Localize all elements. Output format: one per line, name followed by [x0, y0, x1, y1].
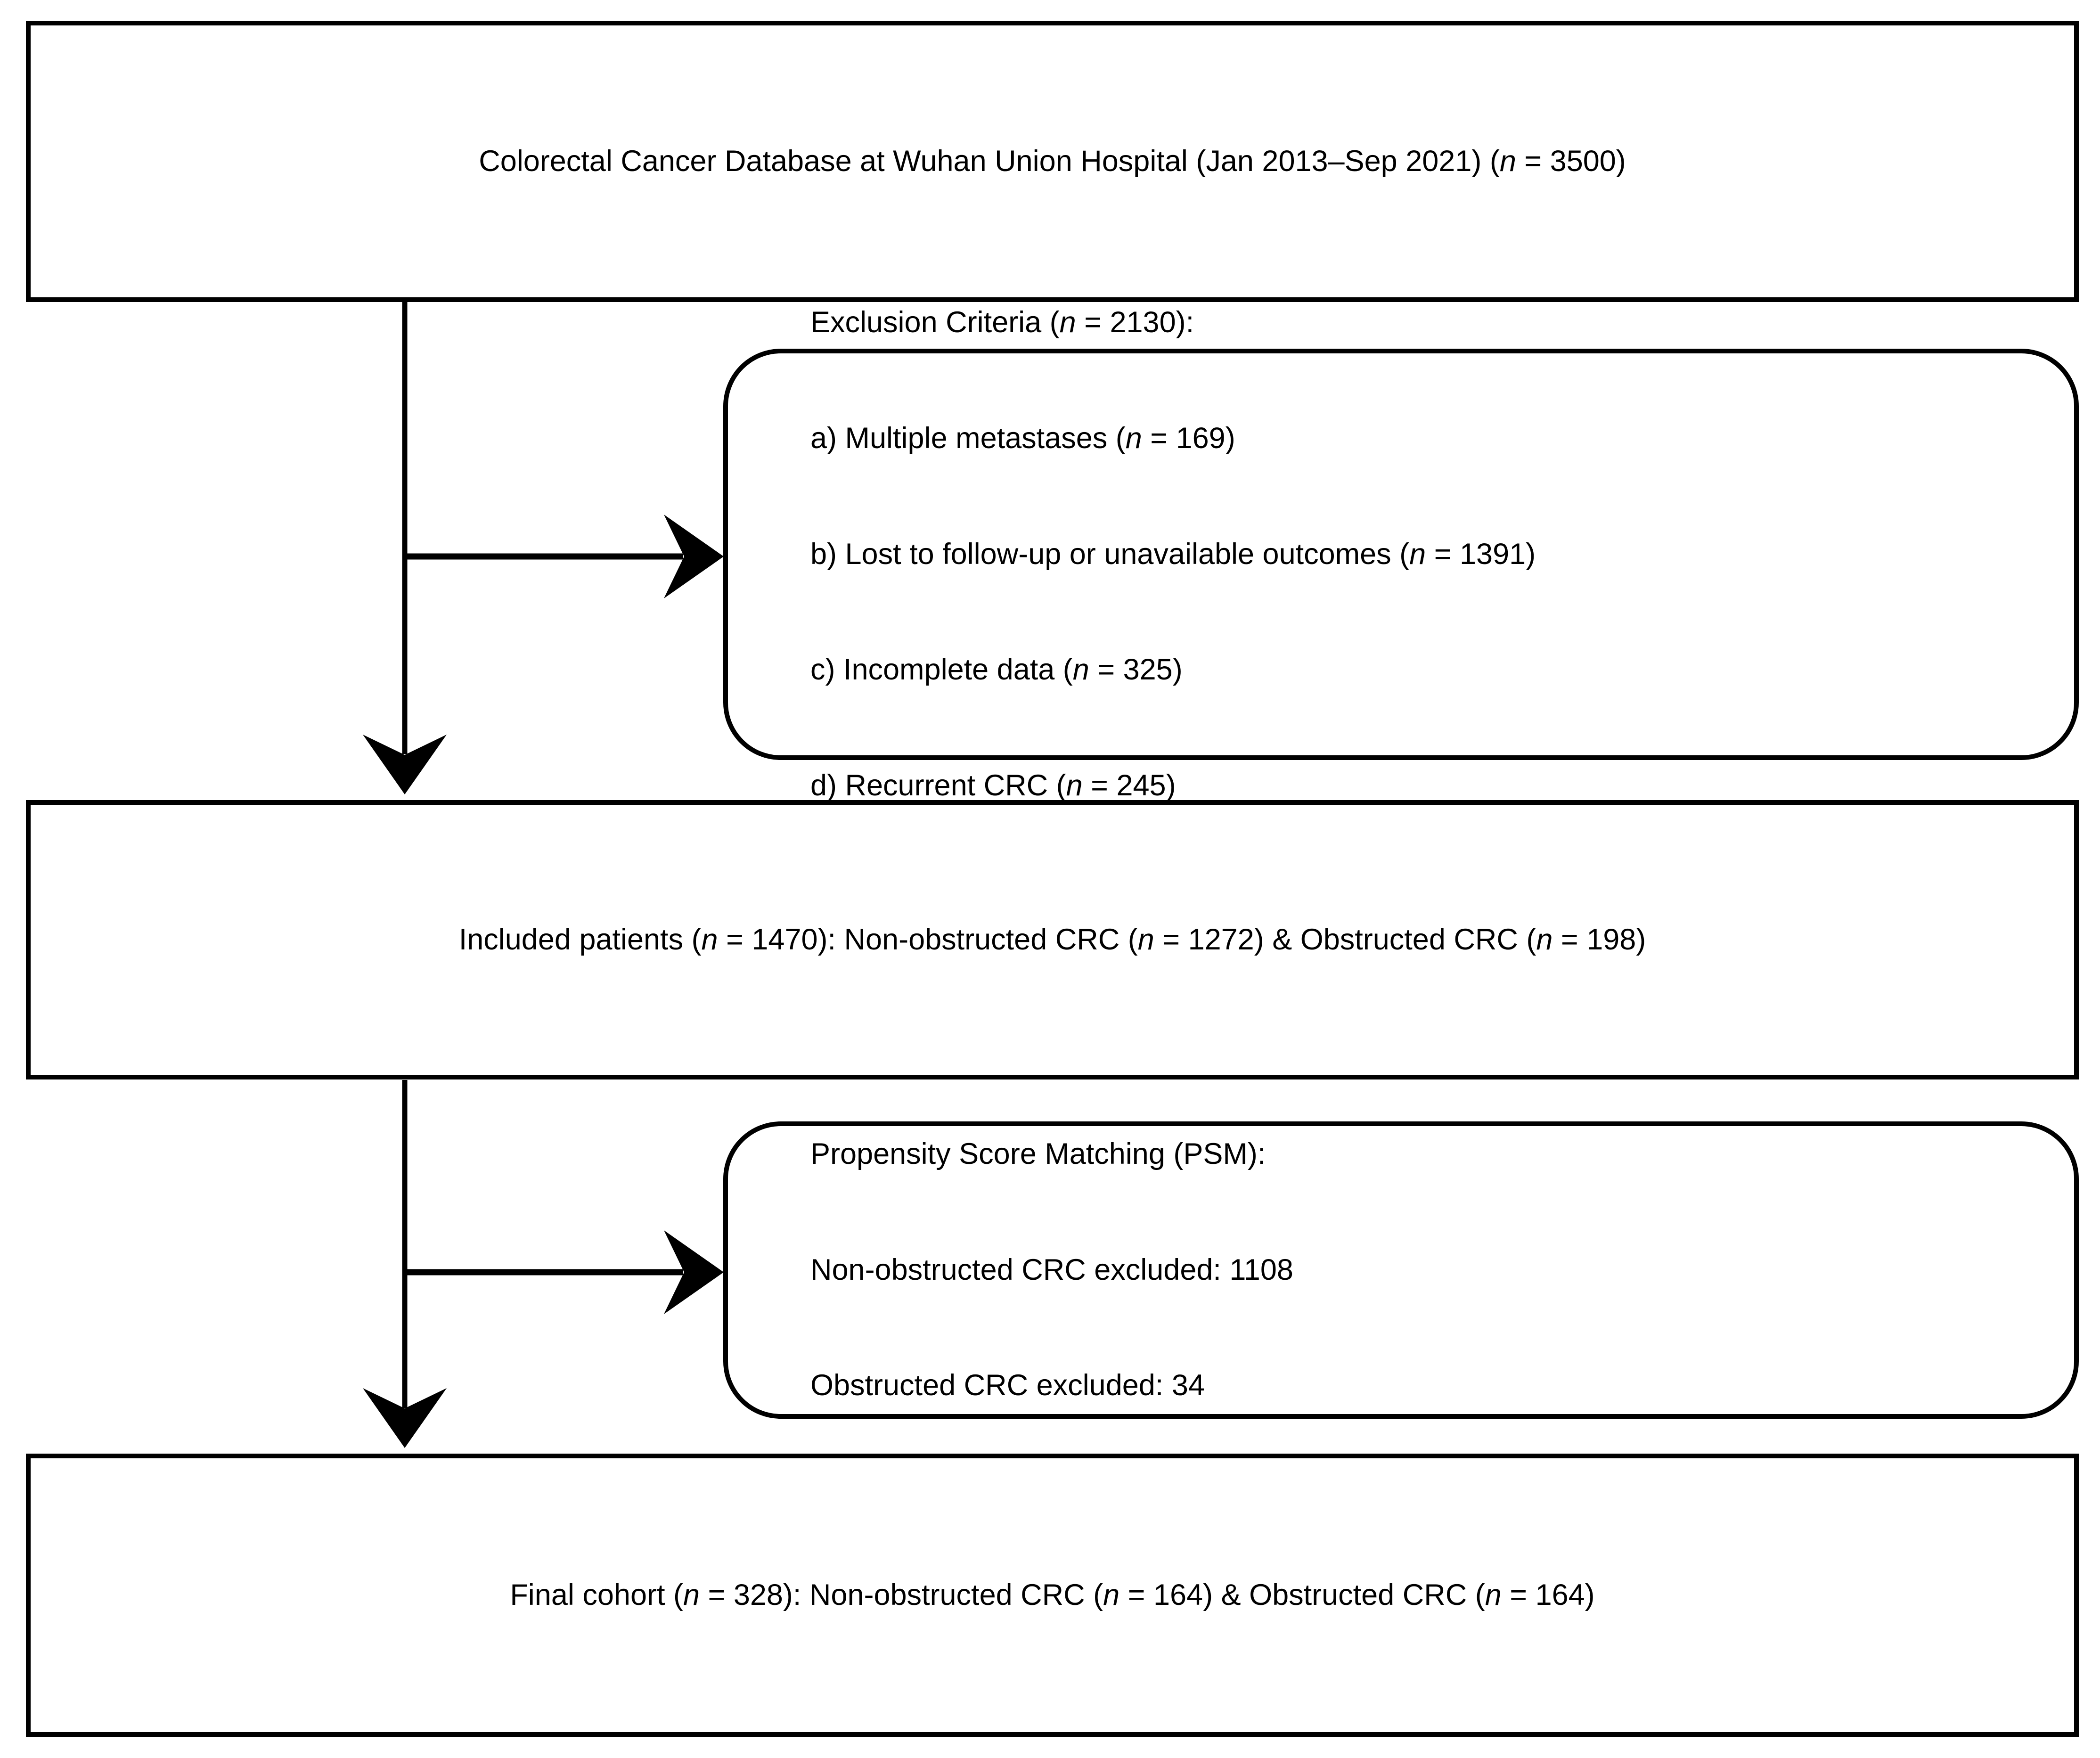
node-exclusion-criteria: Exclusion Criteria (n = 2130): a) Multip…	[723, 306, 2079, 802]
node-database-text: Colorectal Cancer Database at Wuhan Unio…	[479, 144, 1626, 178]
node-database: Colorectal Cancer Database at Wuhan Unio…	[26, 21, 2079, 302]
node-psm-body: Propensity Score Matching (PSM): Non-obs…	[810, 1058, 1293, 1482]
exclusion-item-b: b) Lost to follow-up or unavailable outc…	[810, 537, 1536, 571]
psm-item-obstructed: Obstructed CRC excluded: 34	[810, 1369, 1205, 1402]
exclusion-item-d: d) Recurrent CRC (n = 245)	[810, 769, 1176, 802]
connector-included-to-final	[363, 1080, 447, 1448]
exclusion-item-a: a) Multiple metastases (n = 169)	[810, 421, 1235, 455]
node-included-patients: Included patients (n = 1470): Non-obstru…	[26, 800, 2079, 1079]
node-final-cohort: Final cohort (n = 328): Non-obstructed C…	[26, 1454, 2079, 1737]
node-exclusion-body: Exclusion Criteria (n = 2130): a) Multip…	[810, 226, 1536, 882]
psm-item-non-obstructed: Non-obstructed CRC excluded: 1108	[810, 1253, 1293, 1286]
connector-included-to-psm	[405, 1230, 724, 1314]
psm-heading: Propensity Score Matching (PSM):	[810, 1137, 1266, 1170]
node-propensity-score-matching: Propensity Score Matching (PSM): Non-obs…	[723, 1121, 2079, 1419]
exclusion-heading: Exclusion Criteria (n = 2130):	[810, 306, 1194, 339]
node-included-text: Included patients (n = 1470): Non-obstru…	[458, 923, 1646, 956]
connector-database-to-exclusion	[405, 515, 724, 598]
exclusion-item-c: c) Incomplete data (n = 325)	[810, 653, 1183, 687]
connector-database-to-included	[363, 302, 447, 794]
node-final-text: Final cohort (n = 328): Non-obstructed C…	[510, 1578, 1595, 1611]
